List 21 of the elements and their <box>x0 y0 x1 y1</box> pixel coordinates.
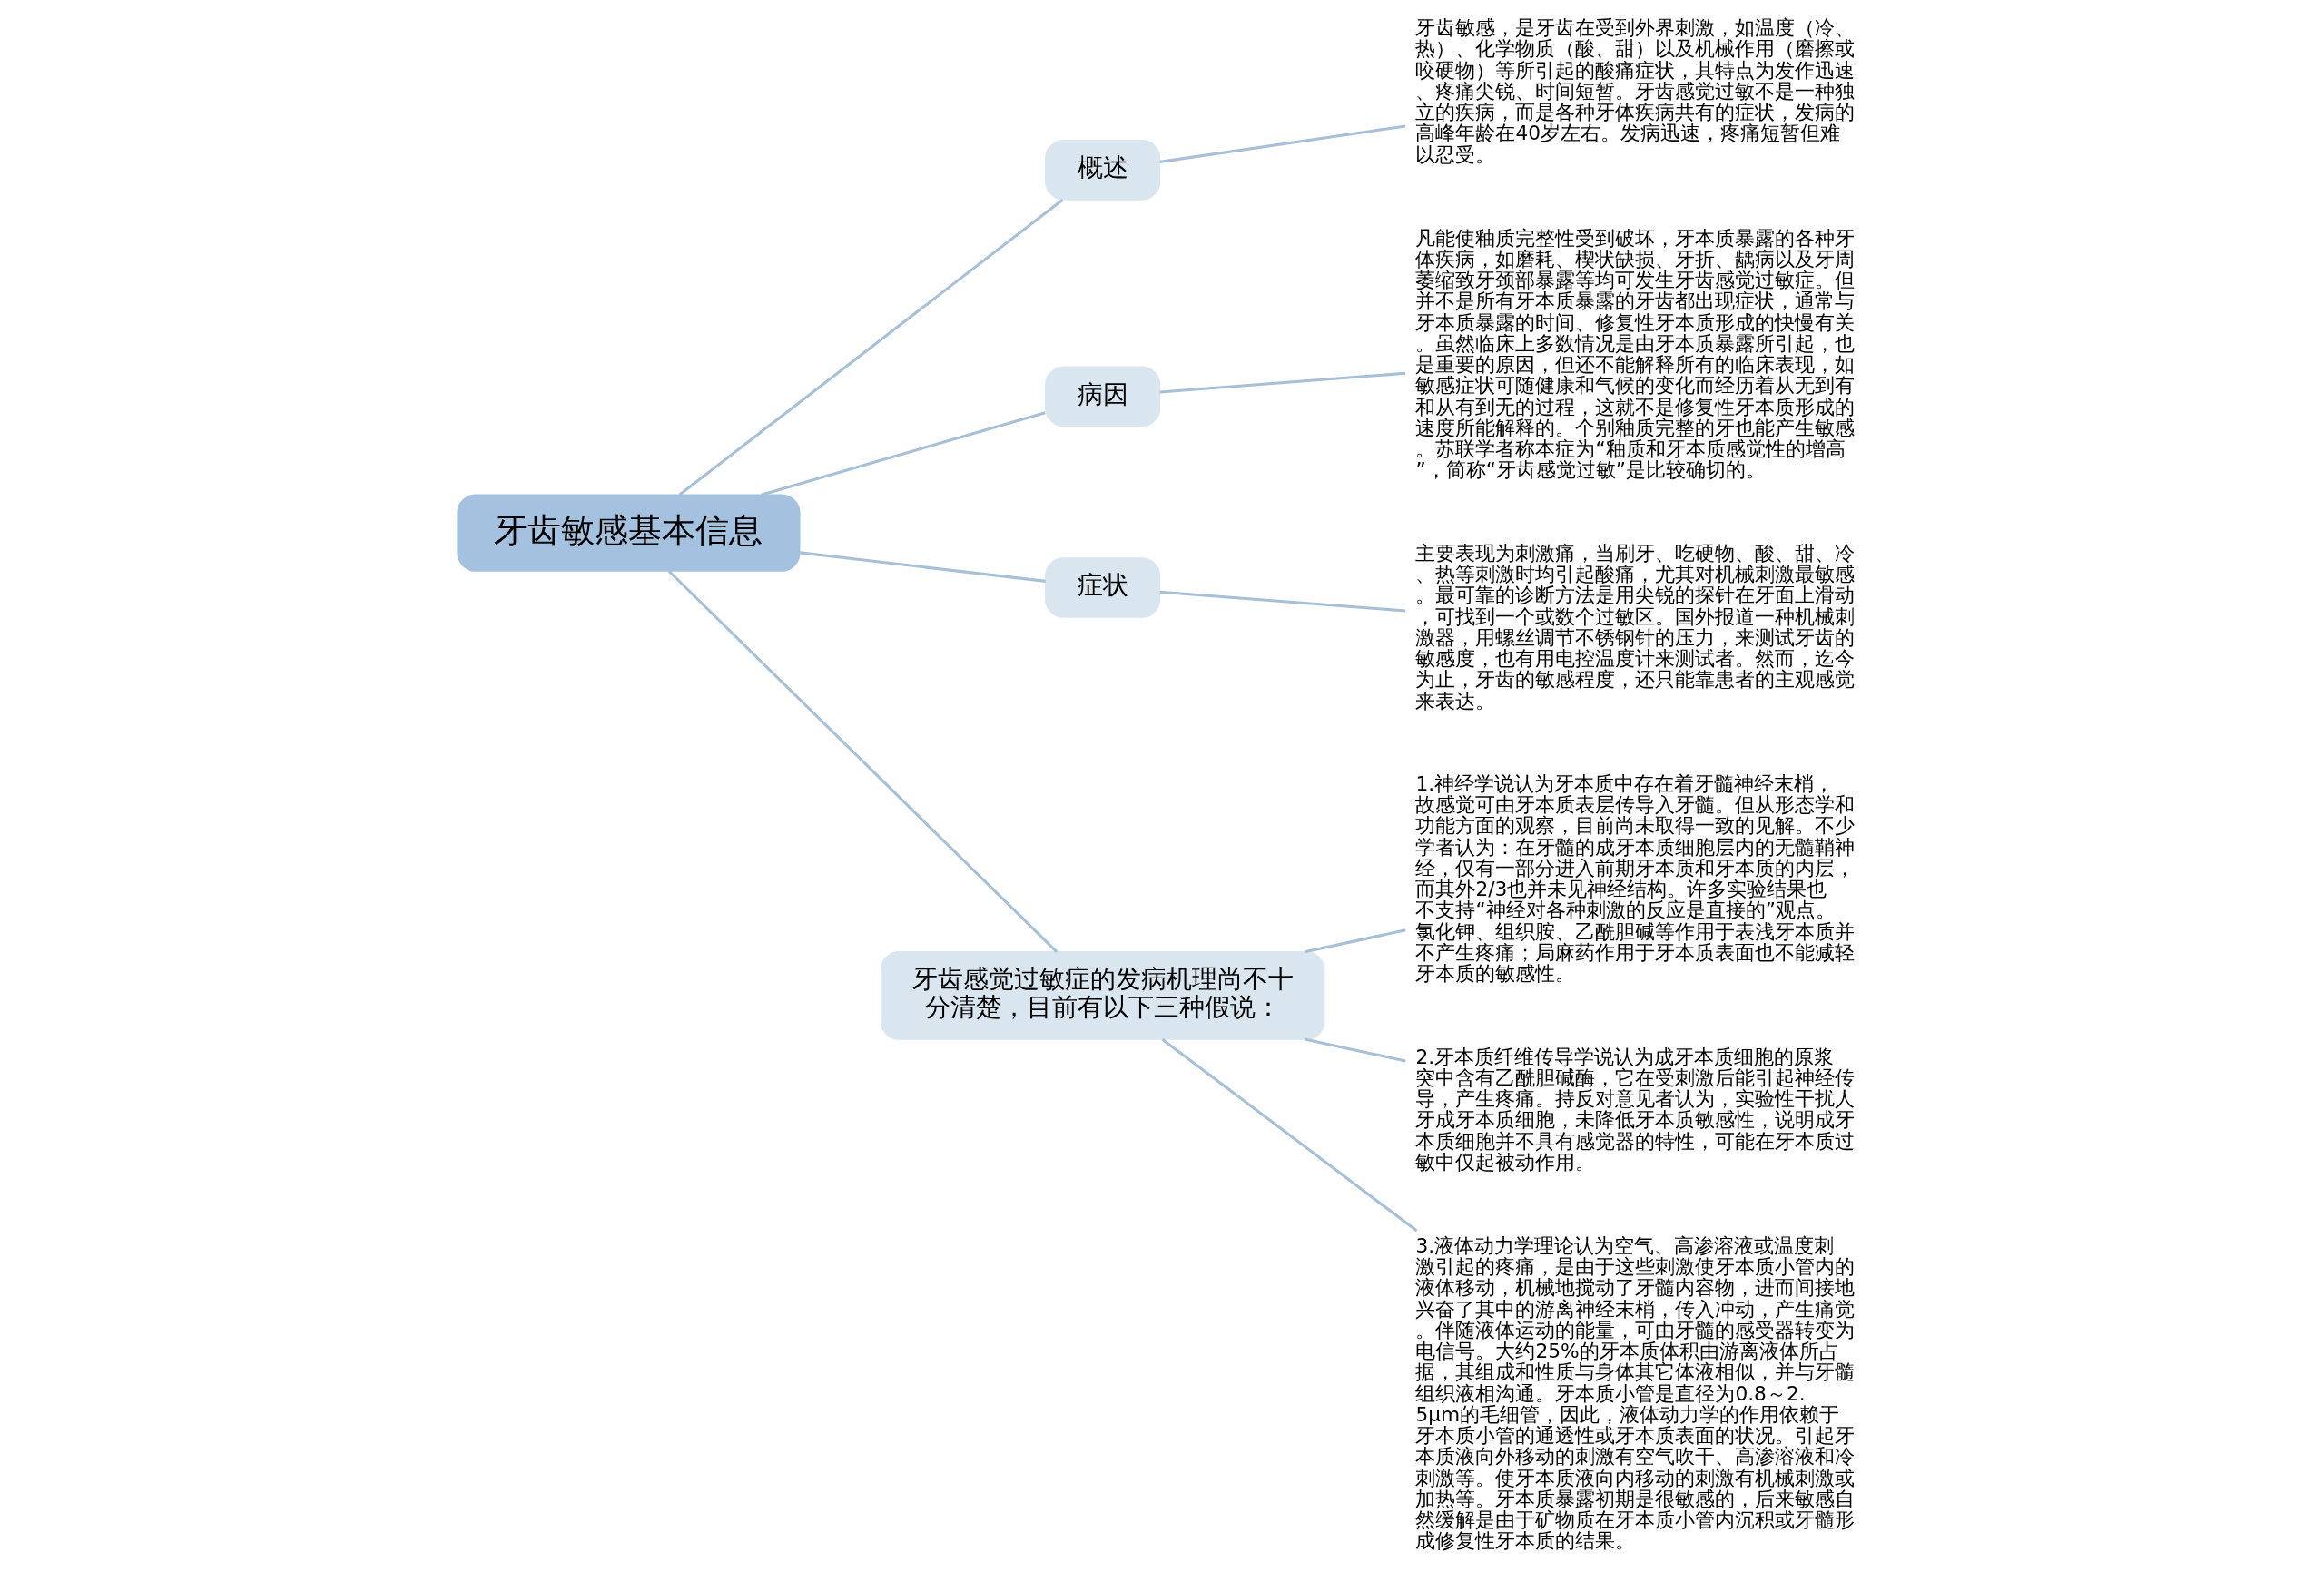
node-box: 牙齿感觉过敏症的发病机理尚不十分清楚，目前有以下三种假说： <box>880 951 1324 1040</box>
node-text: 1.神经学说认为牙本质中存在着牙髓神经末梢，故感觉可由牙本质表层传导入牙髓。但从形态学和功能方面的观察，目前尚未取得一致的见解。不少学者认为：在牙髓的成牙本质细胞层内的无髓鞘神经，仅有一部分进入前期牙本质和牙本质的内层，而其外2/3也并未见神经结构。许多实验结果也不支持“神经对各种刺激的反应是直接的”观点。氯化钾、组织胺、乙酰胆碱等作用于表浅牙本质并不产生疼痛；局麻药作用于牙本质表面也不能减轻牙本质的敏感性。 <box>1414 771 1855 986</box>
node-box: 概述 <box>1044 140 1160 201</box>
connector <box>1158 124 1405 163</box>
connector <box>1159 590 1405 613</box>
node-box: 症状 <box>1044 557 1160 618</box>
node-text: 主要表现为刺激痛，当刷牙、吃硬物、酸、甜、冷、热等刺激时均引起酸痛，尤其对机械刺激最敏感。最可靠的诊断方法是用尖锐的探针在牙面上滑动，可找到一个或数个过敏区。国外报道一种机械刺激器，用螺丝调节不锈钢针的压力，来测试牙齿的敏感度，也有用电控温度计来测试者。然而，迄今为止，牙齿的敏感程度，还只能靠患者的主观感觉来表达。 <box>1414 541 1855 712</box>
node-box: 病因 <box>1044 366 1160 427</box>
connector <box>678 199 1063 496</box>
connector <box>667 570 1058 953</box>
connector <box>799 551 1046 583</box>
node-box: 牙齿敏感基本信息 <box>456 494 800 572</box>
connector <box>1159 371 1405 394</box>
connector <box>1304 1037 1406 1063</box>
node-text: 凡能使釉质完整性受到破坏，牙本质暴露的各种牙体疾病，如磨耗、楔状缺损、牙折、龋病以及牙周萎缩致牙颈部暴露等均可发生牙齿感觉过敏症。但并不是所有牙本质暴露的牙齿都出现症状，通常与牙本质暴露的时间、修复性牙本质形成的快慢有关。虽然临床上多数情况是由牙本质暴露所引起，也是重要的原因，但还不能解释所有的临床表现，如敏感症状可随健康和气候的变化而经历着从无到有和从有到无的过程，这就不是修复性牙本质形成的速度所能解释的。个别釉质完整的牙也能产生敏感。苏联学者称本症为“釉质和牙本质感觉性的增高”，简称“牙齿感觉过敏”是比较确切的。 <box>1414 226 1855 482</box>
node-text: 牙齿敏感，是牙齿在受到外界刺激，如温度（冷、热）、化学物质（酸、甜）以及机械作用（磨擦或咬硬物）等所引起的酸痛症状，其特点为发作迅速、疼痛尖锐、时间短暂。牙齿感觉过敏不是一种独立的疾病，而是各种牙体疾病共有的症状，发病的高峰年龄在40岁左右。发病迅速，疼痛短暂但难以忍受。 <box>1414 16 1855 166</box>
connector <box>760 411 1046 496</box>
connector <box>1304 928 1406 954</box>
node-text: 2.牙本质纤维传导学说认为成牙本质细胞的原浆突中含有乙酰胆碱酶，它在受刺激后能引起神经传导，产生疼痛。持反对意见者认为，实验性干扰人牙成牙本质细胞，未降低牙本质敏感性，说明成牙本质细胞并不具有感觉器的特性，可能在牙本质过敏中仅起被动作用。 <box>1414 1045 1855 1174</box>
node-text: 3.液体动力学理论认为空气、高渗溶液或温度刺激引起的疼痛，是由于这些刺激使牙本质小管内的液体移动，机械地搅动了牙髓内容物，进而间接地兴奋了其中的游离神经末梢，传入冲动，产生痛觉。伴随液体运动的能量，可由牙髓的感受器转变为电信号。大约25%的牙本质体积由游离液体所占据，其组成和性质与身体其它体液相似，并与牙髓组织液相沟通。牙本质小管是直径为0.8～2.5μm的毛细管，因此，液体动力学的作用依赖于牙本质小管的通透性或牙本质表面的状况。引起牙本质液向外移动的刺激有空气吹干、高渗溶液和冷刺激等。使牙本质液向内移动的刺激有机械刺激或加热等。牙本质暴露初期是很敏感的，后来敏感自然缓解是由于矿物质在牙本质小管内沉积或牙髓形成修复性牙本质的结果。 <box>1414 1233 1855 1553</box>
connector <box>1161 1038 1418 1233</box>
